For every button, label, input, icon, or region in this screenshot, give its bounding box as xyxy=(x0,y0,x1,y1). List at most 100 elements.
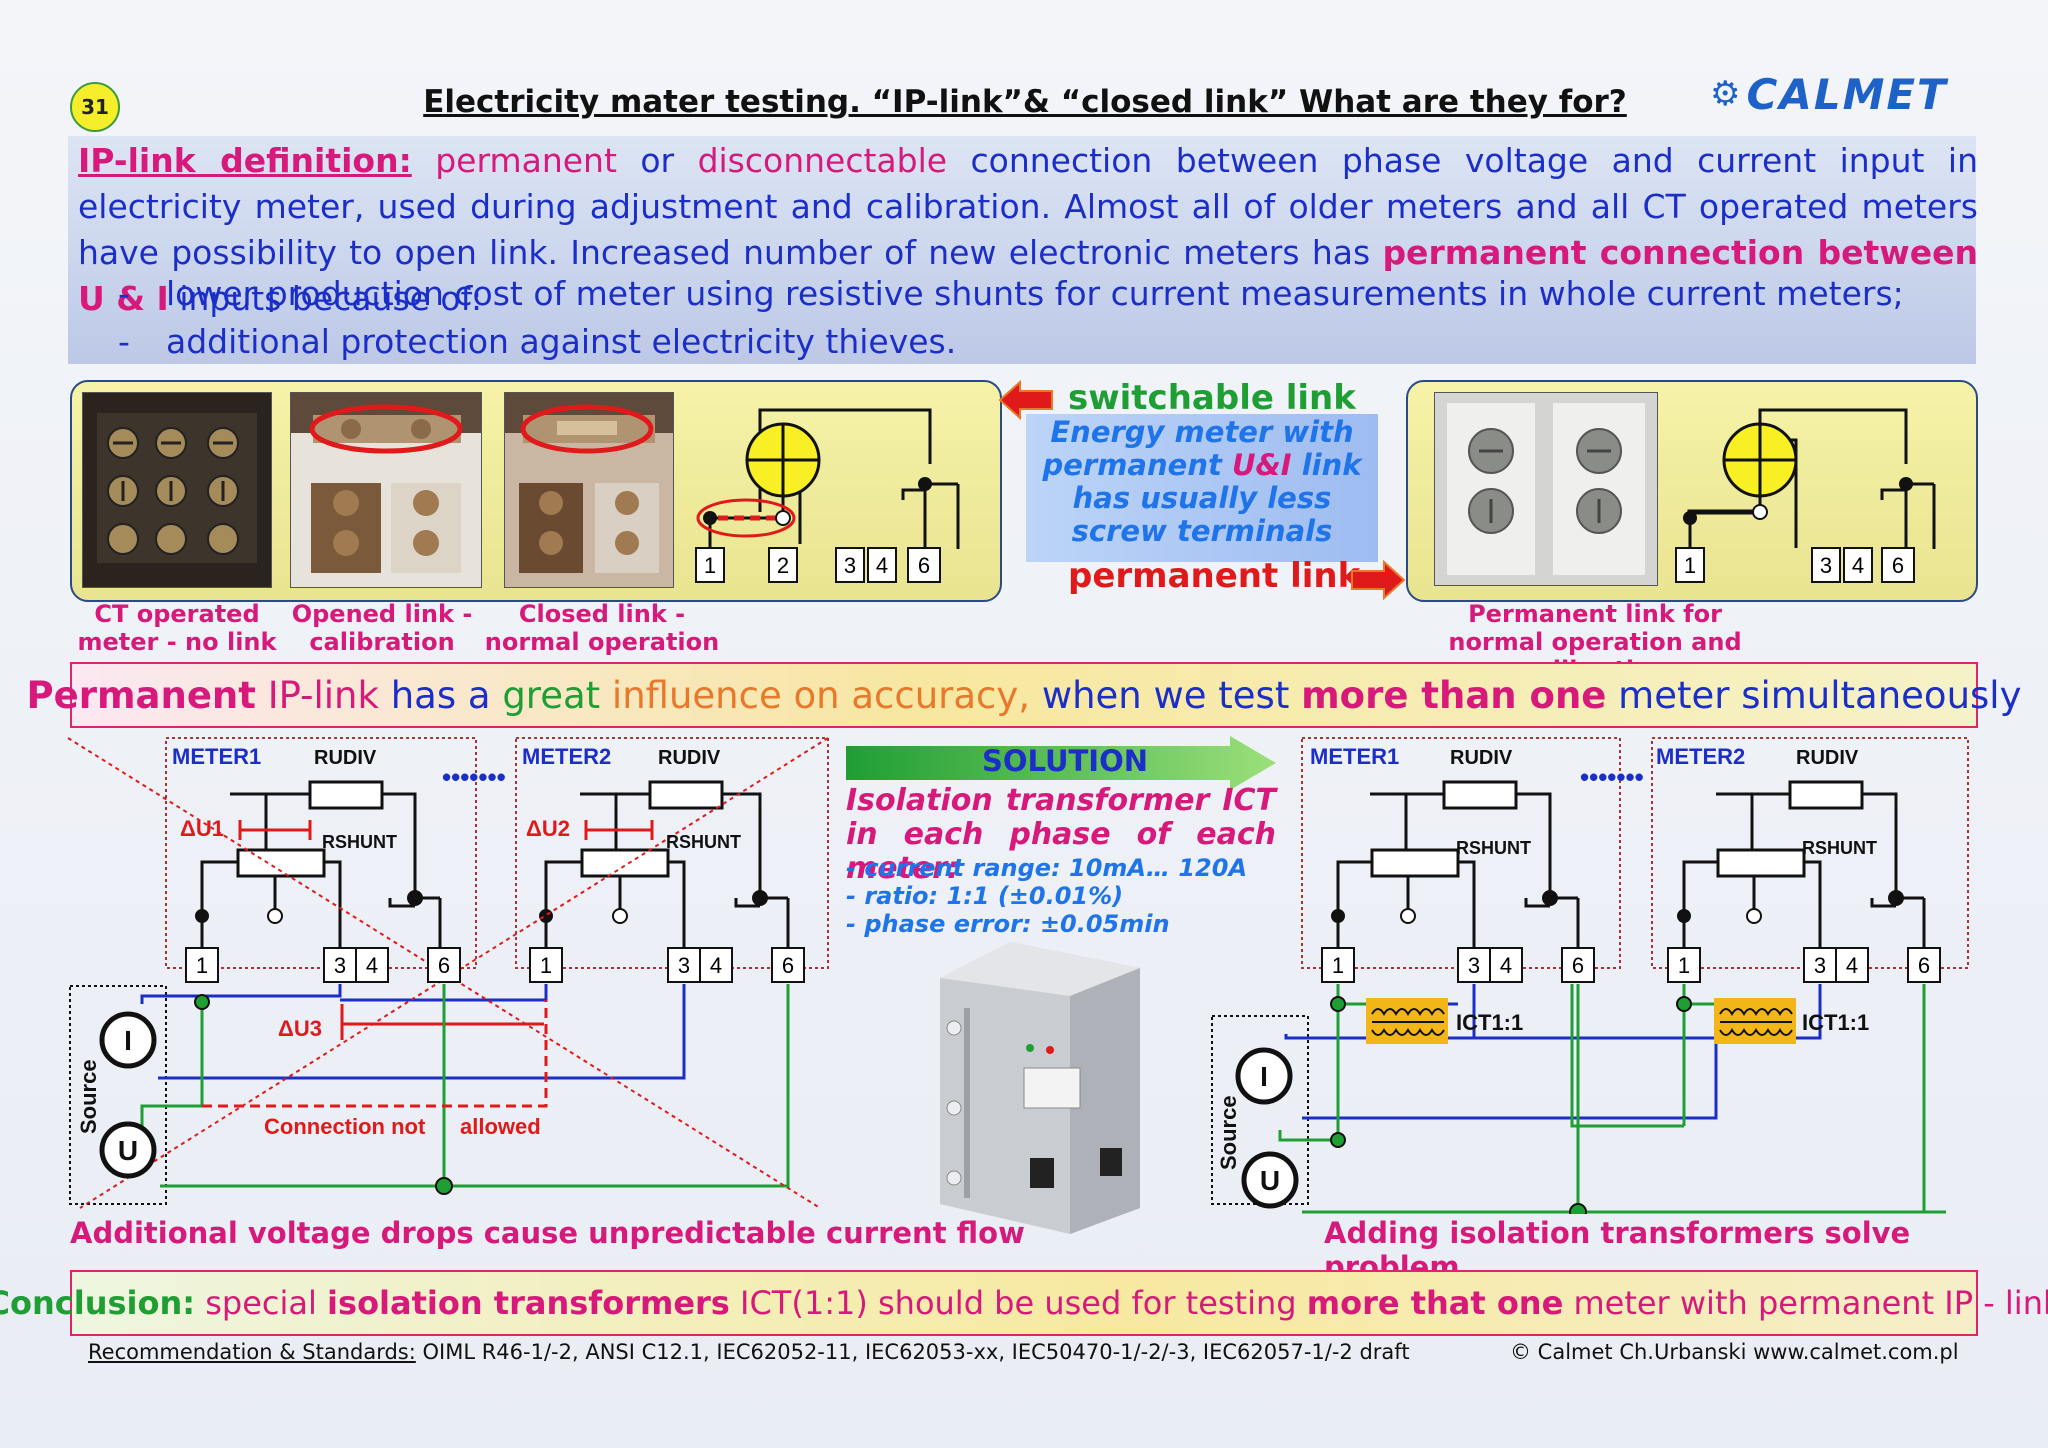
allowed-label: allowed xyxy=(460,1114,541,1139)
conclusion-label: Conclusion: xyxy=(0,1284,196,1322)
bullet-1: -lower production cost of meter using re… xyxy=(118,274,1904,313)
terminal-label: 3 xyxy=(1814,953,1826,978)
switchable-link-label: switchable link xyxy=(1068,378,1356,418)
rshunt-label: RSHUNT xyxy=(322,832,397,852)
ict-transformer-symbol xyxy=(1714,998,1796,1044)
solution-heading: Isolation transformer ICT in each phase … xyxy=(846,783,1276,886)
conclusion-d: ICT(1:1) should be used for testing xyxy=(740,1284,1297,1322)
rshunt-label: RSHUNT xyxy=(666,832,741,852)
caption-closed: Closed link - normal operation xyxy=(484,600,720,656)
terminal-label: 4 xyxy=(876,553,888,578)
spec-ratio: - ratio: 1:1 (±0.01%) xyxy=(846,882,1124,910)
rudiv-label: RUDIV xyxy=(1450,747,1513,769)
source-label: Source xyxy=(1216,1095,1241,1170)
current-source-symbol xyxy=(1235,1047,1293,1105)
left-arrow-icon xyxy=(998,379,1053,421)
energy-note-a: Energy meter with permanent xyxy=(1042,415,1354,482)
conclusion-e: more that one xyxy=(1306,1284,1564,1322)
footer-standards: Recommendation & Standards: OIML R46-1/-… xyxy=(88,1340,1410,1364)
rudiv-label: RUDIV xyxy=(314,747,377,769)
current-source-label: I xyxy=(1260,1061,1268,1092)
caption-opened: Opened link - calibration xyxy=(291,600,473,656)
banner-c: has a xyxy=(390,673,491,717)
word-permanent: permanent xyxy=(435,141,617,180)
ict-transformer-symbol xyxy=(1366,998,1448,1044)
solution-label: SOLUTION xyxy=(981,744,1149,778)
logo-text: CALMET xyxy=(1746,69,1948,119)
word-or: or xyxy=(640,141,675,180)
connection-not-label: Connection not xyxy=(264,1114,426,1139)
solution-arrow xyxy=(846,736,1276,790)
voltage-source-label: U xyxy=(1260,1165,1280,1196)
closed-link-photo xyxy=(504,392,674,588)
terminal-label: 6 xyxy=(918,553,930,578)
source-outline xyxy=(69,985,167,1205)
terminal-label: 4 xyxy=(710,953,722,978)
definition-text-2: inputs because of: xyxy=(179,279,483,318)
meter2-label: METER2 xyxy=(522,744,611,769)
terminal-label: 1 xyxy=(1684,553,1696,578)
ict-transformer-photo xyxy=(940,942,1140,1234)
permanent-link-schematic: 1 3 4 6 xyxy=(1675,408,1936,583)
calmet-gear-icon: ⚙ xyxy=(1710,74,1741,114)
ct-meter-photo xyxy=(82,392,272,588)
terminal-label: 3 xyxy=(678,953,690,978)
rshunt-label: RSHUNT xyxy=(1456,838,1531,858)
terminal-label: 2 xyxy=(777,553,789,578)
problem-circuit-diagram: 1 3 4 6 1 3 4 6 METER1 METER2 RUDIV RUDI… xyxy=(67,737,829,1209)
terminal-label: 4 xyxy=(1846,953,1858,978)
delta-u1-label: ΔU1 xyxy=(180,816,224,841)
terminal-label: 1 xyxy=(1678,953,1690,978)
terminal-label: 1 xyxy=(1332,953,1344,978)
rshunt-label: RSHUNT xyxy=(1802,838,1877,858)
definition-paragraph: IP-link definition: permanent or disconn… xyxy=(78,138,1978,322)
terminal-label: 4 xyxy=(366,953,378,978)
bullet-dash: - xyxy=(118,322,130,361)
page-number-badge: 31 xyxy=(70,82,120,132)
definition-box xyxy=(68,136,1976,364)
definition-highlight: permanent connection between U & I xyxy=(78,233,1978,318)
footer-text: OIML R46-1/-2, ANSI C12.1, IEC62052-11, … xyxy=(422,1340,1410,1364)
conclusion-b: special xyxy=(205,1284,317,1322)
terminal-label: 6 xyxy=(1892,553,1904,578)
spec-current-range: - current range: 10mA… 120A xyxy=(846,854,1248,882)
meter2-outline xyxy=(515,737,829,969)
banner-g: more than one xyxy=(1301,673,1607,717)
caption-ct: CT operated meter - no link xyxy=(77,600,277,656)
delta-u3-label: ΔU3 xyxy=(278,1016,322,1041)
terminal-label: 6 xyxy=(1572,953,1584,978)
banner-d: great xyxy=(502,673,601,717)
delta-u2-label: ΔU2 xyxy=(526,816,570,841)
permanent-link-label: permanent link xyxy=(1068,556,1361,596)
calmet-logo: ⚙ CALMET xyxy=(1710,68,1960,120)
banner-h: meter simultaneously xyxy=(1618,673,2022,717)
accuracy-banner: Permanent IP-link has a great influence … xyxy=(27,662,2021,728)
terminal-label: 4 xyxy=(1500,953,1512,978)
voltage-source-symbol xyxy=(99,1121,157,1179)
right-arrow-icon xyxy=(1351,559,1406,601)
bottom-left-caption: Additional voltage drops cause unpredict… xyxy=(70,1216,1025,1250)
rudiv-label: RUDIV xyxy=(1796,747,1859,769)
definition-text-1: connection between phase voltage and cur… xyxy=(78,141,1978,272)
terminal-label: 1 xyxy=(540,953,552,978)
word-disconnectable: disconnectable xyxy=(697,141,948,180)
footer-label: Recommendation & Standards: xyxy=(88,1340,416,1364)
ict-label: ICT1:1 xyxy=(1802,1010,1869,1035)
terminal-strip-left: 1 2 3 4 6 xyxy=(695,547,941,583)
banner-a: Permanent xyxy=(26,673,256,717)
conclusion-banner: Conclusion: special isolation transforme… xyxy=(0,1270,2048,1336)
conclusion-c: isolation transformers xyxy=(327,1284,730,1322)
terminal-label: 3 xyxy=(334,953,346,978)
footer-copyright: © Calmet Ch.Urbanski www.calmet.com.pl xyxy=(1510,1340,1959,1364)
banner-e: influence on accuracy, xyxy=(611,673,1031,717)
terminal-label: 1 xyxy=(196,953,208,978)
voltage-source-label: U xyxy=(118,1135,138,1166)
opened-link-photo xyxy=(290,392,482,588)
terminal-label: 3 xyxy=(1468,953,1480,978)
spec-phase-error: - phase error: ±0.05min xyxy=(846,910,1170,938)
energy-meter-note: Energy meter with permanent U&I link has… xyxy=(1026,414,1378,562)
bullet-2: -additional protection against electrici… xyxy=(118,322,956,361)
bullet-dash: - xyxy=(118,274,130,313)
terminal-label: 1 xyxy=(704,553,716,578)
